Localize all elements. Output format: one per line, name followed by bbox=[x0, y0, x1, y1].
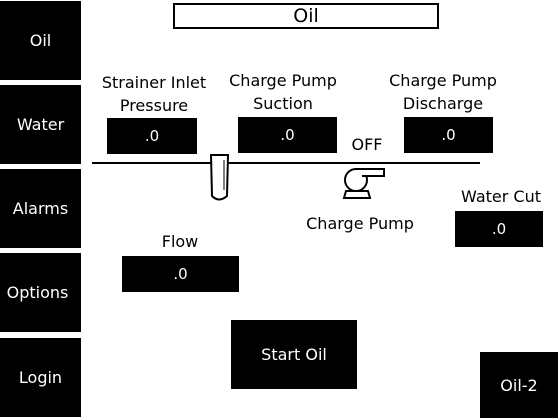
strainer-inlet-pressure-text: .0 bbox=[144, 127, 160, 145]
charge-pump-suction-text: .0 bbox=[280, 126, 295, 144]
nav-options-button[interactable]: Options bbox=[0, 253, 81, 332]
oil-2-button[interactable]: Oil-2 bbox=[480, 352, 558, 418]
nav-alarms-label: Alarms bbox=[12, 199, 69, 218]
flow-value: .0 bbox=[122, 256, 239, 292]
strainer-inlet-pressure-label: Strainer Inlet Pressure bbox=[100, 71, 208, 117]
nav-login-label: Login bbox=[18, 368, 63, 387]
nav-water-button[interactable]: Water bbox=[0, 85, 81, 164]
charge-pump-discharge-label: Charge Pump Discharge bbox=[384, 69, 502, 115]
charge-pump-suction-value: .0 bbox=[238, 117, 337, 153]
discharge-label-line2: Discharge bbox=[402, 94, 484, 113]
nav-options-label: Options bbox=[6, 283, 69, 302]
charge-pump-label: Charge Pump bbox=[306, 214, 414, 233]
pump-icon bbox=[342, 168, 385, 199]
nav-oil-button[interactable]: Oil bbox=[0, 1, 81, 80]
charge-pump-discharge-value: .0 bbox=[404, 117, 493, 153]
start-oil-label: Start Oil bbox=[261, 345, 327, 364]
strainer-inlet-pressure-value: .0 bbox=[107, 118, 197, 154]
discharge-label-line1: Charge Pump bbox=[389, 71, 497, 90]
water-cut-value: .0 bbox=[455, 211, 543, 247]
nav-water-label: Water bbox=[16, 115, 65, 134]
suction-label-line2: Suction bbox=[253, 94, 313, 113]
nav-alarms-button[interactable]: Alarms bbox=[0, 169, 81, 248]
flow-label: Flow bbox=[161, 232, 199, 251]
pump-state-label: OFF bbox=[351, 135, 383, 154]
charge-pump-discharge-text: .0 bbox=[441, 126, 456, 144]
flow-text: .0 bbox=[173, 265, 188, 283]
oil-2-label: Oil-2 bbox=[500, 375, 538, 395]
page-title-text: Oil bbox=[293, 5, 319, 27]
strainer-label-line2: Pressure bbox=[119, 96, 189, 115]
strainer-icon bbox=[209, 154, 230, 201]
water-cut-label: Water Cut bbox=[461, 187, 541, 206]
nav-login-button[interactable]: Login bbox=[0, 338, 81, 417]
charge-pump-suction-label: Charge Pump Suction bbox=[224, 69, 342, 115]
suction-label-line1: Charge Pump bbox=[229, 71, 337, 90]
strainer-label-line1: Strainer Inlet bbox=[101, 73, 207, 92]
nav-oil-label: Oil bbox=[29, 31, 52, 50]
page-title: Oil bbox=[173, 3, 439, 29]
start-oil-button[interactable]: Start Oil bbox=[231, 320, 357, 389]
water-cut-text: .0 bbox=[491, 220, 507, 238]
